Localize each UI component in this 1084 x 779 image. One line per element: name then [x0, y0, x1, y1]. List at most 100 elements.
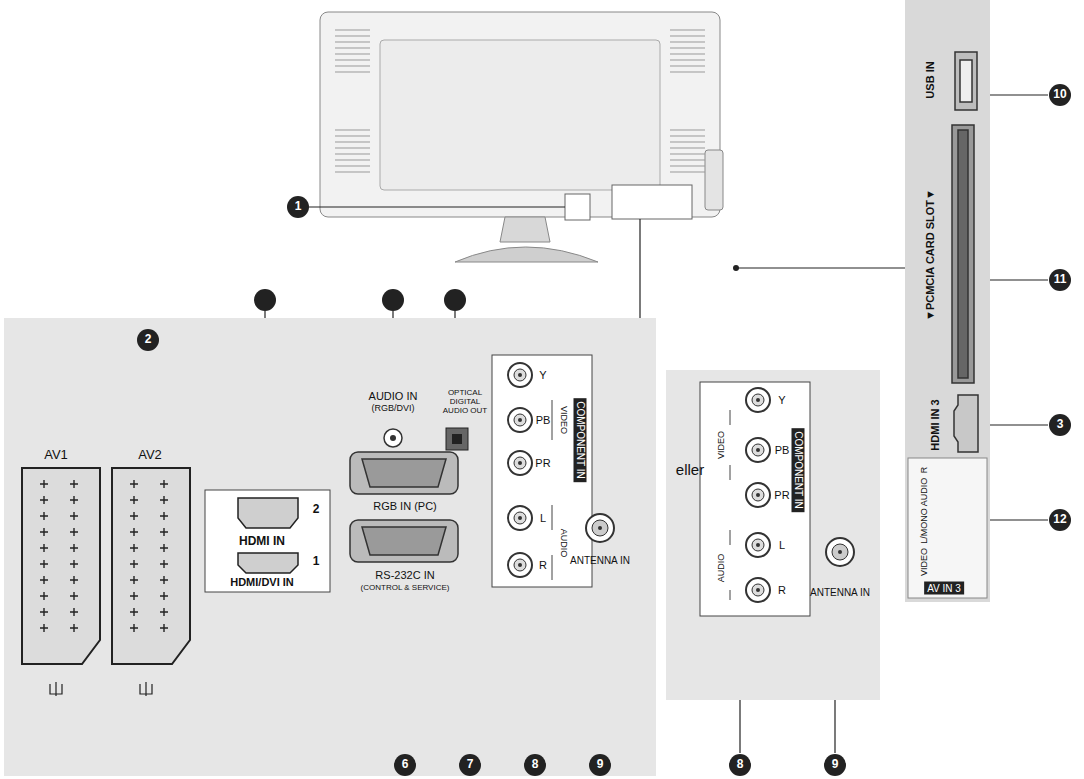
port-label: OPTICAL DIGITAL AUDIO OUT — [437, 389, 493, 415]
scart-pin — [40, 576, 48, 584]
vent-slot — [335, 130, 370, 131]
alt-panel — [666, 370, 880, 700]
port-label: AV IN 3 — [924, 582, 964, 595]
vent-slot — [335, 148, 370, 149]
callout-number: 11 — [1049, 269, 1071, 291]
side-ports — [952, 52, 978, 452]
callout-number: 12 — [1049, 509, 1071, 531]
scart-pin — [70, 608, 78, 616]
scart-pin — [160, 480, 168, 488]
scart-pin — [160, 496, 168, 504]
ground-symbols — [50, 682, 152, 696]
scart-pin — [160, 528, 168, 536]
port-label: AUDIO — [558, 529, 568, 558]
scart-pin — [130, 608, 138, 616]
port-label: USB IN — [924, 61, 936, 98]
port-label: VIDEO — [717, 431, 727, 459]
rca-jack — [746, 533, 770, 557]
port-label: eller — [676, 462, 704, 479]
scart-pin — [40, 512, 48, 520]
scart-pin — [70, 560, 78, 568]
vent-slot — [670, 48, 705, 49]
port-label: VIDEO — [920, 548, 930, 576]
scart-pin — [40, 496, 48, 504]
scart-pin — [70, 528, 78, 536]
port-label: AUDIO — [920, 478, 930, 507]
port-label: (RGB/DVI) — [371, 404, 414, 414]
vent-slot — [670, 36, 705, 37]
callout-number: 8 — [729, 754, 751, 776]
scart-pin — [160, 592, 168, 600]
scart-pin — [70, 496, 78, 504]
vent-slot — [670, 154, 705, 155]
port-label: COMPONENT IN — [792, 428, 805, 512]
callout-number: 2 — [137, 329, 159, 351]
scart-pin — [130, 496, 138, 504]
scart-pin — [40, 608, 48, 616]
scart-pin — [160, 624, 168, 632]
scart-pin — [40, 480, 48, 488]
port-label: 2 — [313, 503, 320, 516]
main-panel — [4, 318, 656, 776]
scart-pin — [130, 624, 138, 632]
port-label: L — [779, 539, 785, 551]
rca-jack — [508, 451, 532, 475]
vent-slot — [335, 54, 370, 55]
port-label: AUDIO — [717, 554, 727, 583]
scart-pin — [160, 560, 168, 568]
vent-slot — [335, 142, 370, 143]
scart-pin — [70, 544, 78, 552]
port-label: R — [920, 467, 930, 474]
scart-pin — [70, 576, 78, 584]
scart-pin — [160, 608, 168, 616]
component-box — [492, 355, 592, 587]
callout-number: 3 — [1049, 414, 1071, 436]
blank-callouts — [254, 289, 466, 311]
port-label: COMPONENT IN — [574, 398, 587, 482]
scart-pin — [70, 624, 78, 632]
vent-slot — [670, 172, 705, 173]
port-label: ▼PCMCIA CARD SLOT▼ — [924, 189, 936, 321]
audio-jack — [384, 428, 468, 450]
vent-slot — [335, 30, 370, 31]
hdmi-block — [205, 490, 330, 592]
scart-pin — [130, 480, 138, 488]
scart-pin — [40, 624, 48, 632]
callout-number: 10 — [1049, 84, 1071, 106]
port-label: L/MONO — [920, 508, 930, 544]
callout-number: 9 — [589, 754, 611, 776]
scart-pin — [70, 512, 78, 520]
port-label: (CONTROL & SERVICE) — [361, 584, 450, 593]
vent-slot — [670, 54, 705, 55]
vent-slot — [670, 72, 705, 73]
vent-slot — [670, 66, 705, 67]
port-label: L — [540, 512, 546, 524]
callout-number: 6 — [394, 754, 416, 776]
port-label: HDMI/DVI IN — [230, 576, 294, 588]
vent-slot — [670, 136, 705, 137]
tv-back — [320, 12, 723, 262]
port-label: HDMI IN — [239, 535, 285, 548]
rca-jack — [508, 553, 532, 577]
rca-jack — [508, 506, 532, 530]
vent-slot — [670, 148, 705, 149]
rca-jack — [746, 578, 770, 602]
port-label: RGB IN (PC) — [373, 500, 437, 512]
vent-slot — [335, 160, 370, 161]
callout-number: 7 — [459, 754, 481, 776]
scart-pin — [130, 544, 138, 552]
component-box-alt — [700, 382, 810, 616]
vent-slot — [335, 136, 370, 137]
scart-pin — [40, 592, 48, 600]
port-label: PR — [535, 457, 550, 469]
callout-number: 9 — [824, 754, 846, 776]
vent-slot — [670, 60, 705, 61]
scart-pin — [160, 576, 168, 584]
port-label: RS-232C IN — [375, 569, 434, 581]
port-label: PB — [536, 414, 551, 426]
vent-slot — [670, 30, 705, 31]
vent-slot — [335, 154, 370, 155]
vent-slot — [670, 142, 705, 143]
scart-pin — [160, 544, 168, 552]
